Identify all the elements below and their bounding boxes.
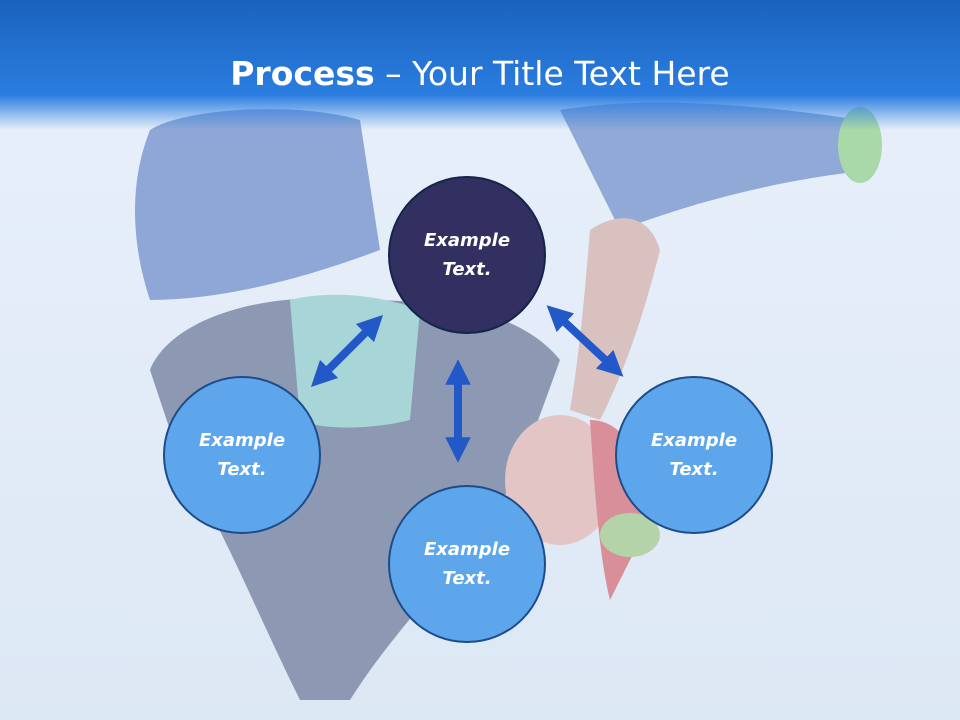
process-circle-top-text: Example Text. (423, 230, 511, 280)
arrow-top-left (310, 314, 384, 388)
title-rest: – Your Title Text Here (374, 54, 730, 93)
arrow-top-right (546, 305, 624, 377)
process-circle-right: Example Text. (615, 376, 773, 534)
process-circle-top: Example Text. (388, 176, 546, 334)
header-bar (0, 0, 960, 130)
process-circle-right-text: Example Text. (650, 430, 738, 480)
title-bold: Process (230, 54, 375, 93)
process-circle-bottom-text: Example Text. (423, 539, 511, 589)
process-circle-left-text: Example Text. (198, 430, 286, 480)
slide-title: Process – Your Title Text Here (0, 52, 960, 96)
process-circle-bottom: Example Text. (388, 485, 546, 643)
process-circle-left: Example Text. (163, 376, 321, 534)
